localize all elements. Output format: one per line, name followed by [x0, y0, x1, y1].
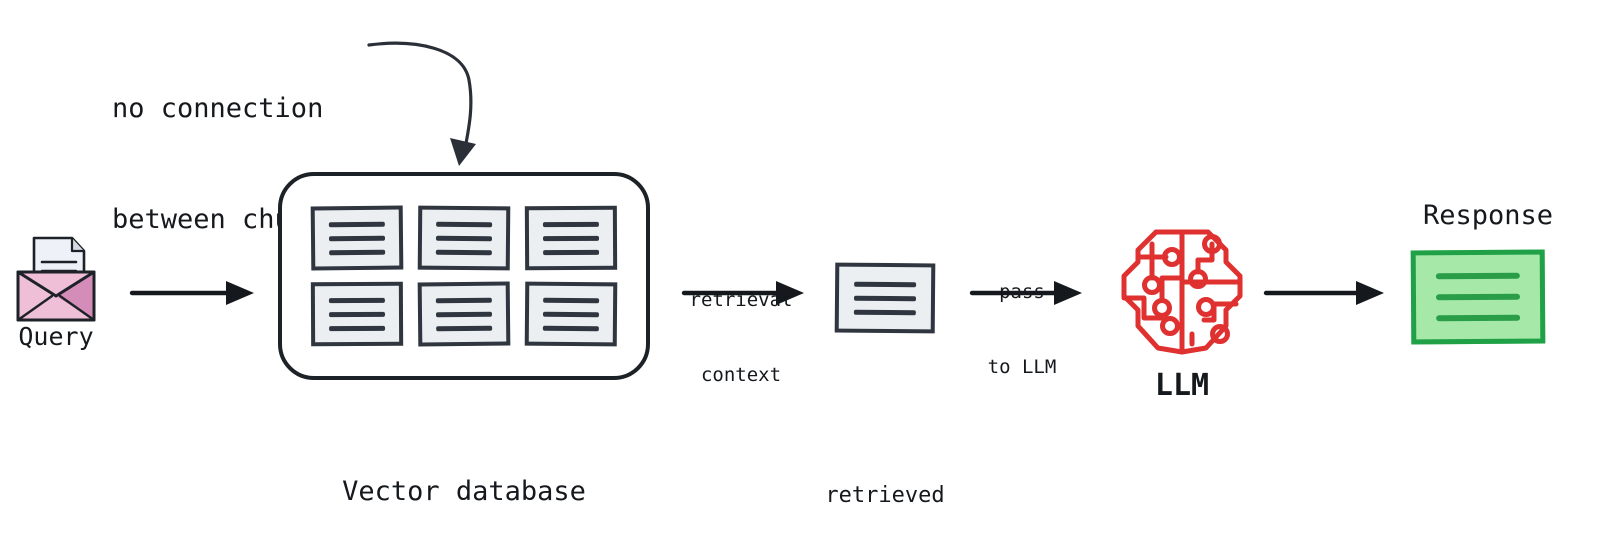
chunk-line — [542, 311, 599, 317]
chunk-line — [435, 235, 493, 241]
curved-arrow-down-icon — [355, 26, 495, 171]
chunk-card — [311, 281, 404, 347]
retrieval-label-line-2: context — [700, 364, 782, 386]
chunk-line — [436, 325, 493, 331]
chunk-line — [542, 297, 599, 303]
query-label: Query — [18, 322, 94, 351]
chunk-line — [436, 221, 493, 227]
arrow-db-to-chunk-icon — [681, 278, 808, 308]
chunk-line — [435, 311, 493, 317]
pass-to-llm-label: pass to LLM — [962, 230, 1082, 430]
chunk-line — [853, 309, 916, 315]
chunk-card — [834, 262, 936, 334]
chunk-line — [853, 295, 917, 301]
response-line — [1436, 314, 1521, 322]
response-line — [1435, 272, 1520, 280]
arrow-chunk-to-llm-icon — [969, 278, 1086, 308]
retrieved-triplets-caption: retrieved entity-relation-entity triplet… — [710, 418, 1060, 537]
arrow-query-to-db-icon — [129, 278, 258, 308]
chunk-line — [542, 235, 599, 241]
envelope-with-document-icon — [14, 234, 98, 324]
chunk-line — [542, 325, 599, 331]
chunk-card — [310, 205, 404, 271]
chunk-line — [854, 281, 917, 287]
retrieval-context-label: retrieval context — [668, 238, 814, 438]
response-line — [1435, 293, 1521, 301]
retrieved-chunk-card — [834, 262, 936, 334]
arrow-llm-to-response-icon — [1263, 278, 1388, 308]
chunk-grid — [282, 176, 646, 376]
vector-database-caption: Vector database with independent chunks — [284, 392, 644, 537]
vdb-caption-line-1: Vector database — [342, 476, 586, 507]
chunk-line — [435, 297, 492, 303]
chunk-card — [417, 205, 511, 271]
chunk-line — [329, 297, 386, 303]
retrieved-caption-line-1: retrieved — [825, 483, 945, 508]
llm-label: LLM — [1154, 368, 1210, 403]
annotation-line-1: no connection — [112, 93, 324, 124]
chunk-card — [524, 205, 617, 271]
chunk-line — [329, 249, 386, 255]
chunk-card — [417, 281, 511, 347]
chunk-line — [329, 235, 386, 241]
response-card — [1410, 249, 1546, 345]
chunk-line — [542, 249, 599, 255]
chunk-line — [542, 221, 599, 227]
chunk-card — [524, 281, 617, 347]
chunk-line — [329, 325, 386, 331]
vector-database-container — [278, 172, 650, 380]
chunk-line — [329, 311, 386, 317]
pass-label-line-2: to LLM — [987, 356, 1057, 378]
chunk-line — [435, 249, 492, 255]
brain-circuit-icon — [1118, 222, 1246, 362]
chunk-line — [329, 221, 386, 227]
response-label: Response — [1422, 200, 1554, 231]
response-box — [1410, 249, 1546, 345]
